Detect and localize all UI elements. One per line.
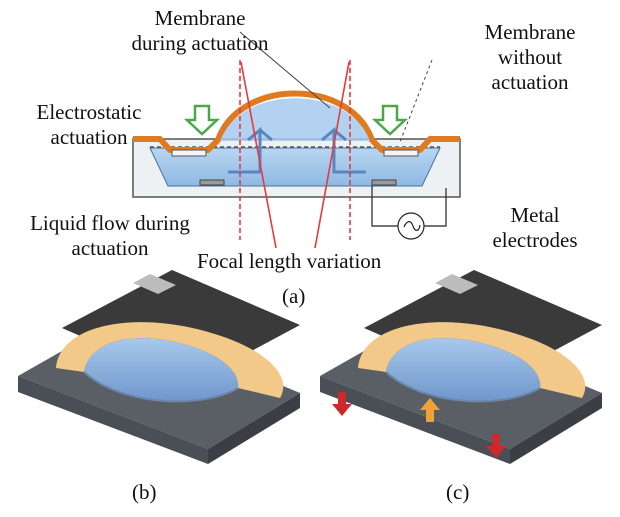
ac-source-icon [397, 212, 425, 240]
focal-length-lines [239, 60, 351, 249]
actuation-down-arrow-left [332, 392, 352, 416]
membrane-during-actuation [133, 90, 460, 153]
label-line: during actuation [131, 31, 269, 55]
caption-a: (a) [282, 284, 306, 308]
bottom-electrodes [199, 179, 397, 186]
panel-b-lens-render [18, 270, 300, 464]
panel-c-lens-render [320, 270, 602, 464]
label-line: actuation [71, 236, 149, 260]
label-membrane-without-actuation: Membrane without actuation [455, 20, 605, 95]
label-line: Metal [510, 203, 560, 227]
label-line: without [497, 45, 563, 69]
caption-c: (c) [446, 480, 470, 504]
label-line: actuation [491, 70, 569, 94]
label-focal-length-variation: Focal length variation [197, 249, 382, 273]
actuation-down-arrow-right [486, 434, 506, 458]
label-liquid-flow: Liquid flow during actuation [10, 211, 210, 261]
top-electrodes [171, 149, 419, 157]
label-membrane-during-actuation: Membrane during actuation [85, 6, 315, 56]
label-line: Membrane [484, 20, 576, 44]
label-line: electrodes [492, 228, 578, 252]
label-line: Electrostatic [36, 100, 142, 124]
lens-bulge-up-arrow [420, 398, 440, 422]
label-electrostatic-actuation: Electrostatic actuation [14, 100, 164, 150]
caption-b: (b) [132, 480, 157, 504]
label-metal-electrodes: Metal electrodes [470, 203, 600, 253]
label-line: Liquid flow during [30, 211, 190, 235]
ac-source-circuit [371, 186, 447, 240]
label-line: Membrane [154, 6, 246, 30]
electrostatic-actuation-arrows [183, 104, 409, 136]
label-line: actuation [50, 125, 128, 149]
